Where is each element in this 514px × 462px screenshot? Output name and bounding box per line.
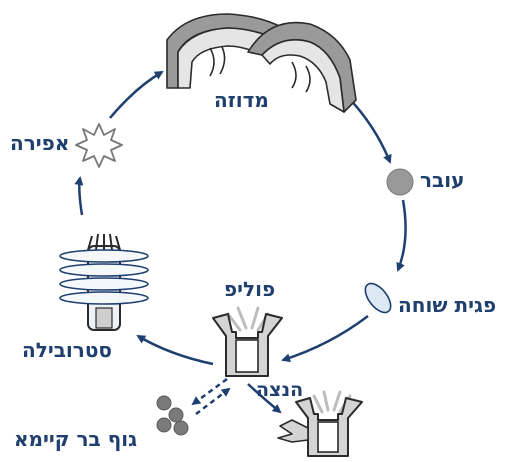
budding-label: הנצה bbox=[256, 379, 303, 401]
arrow-podocyst-to-polyp bbox=[196, 389, 229, 414]
arrow-polyp-to-strobila bbox=[138, 336, 213, 364]
podocyst-label: גוף בר קיימא bbox=[14, 427, 137, 451]
arrow-medusa-to-embryo bbox=[346, 95, 390, 162]
arrow-polyp-to-podocyst bbox=[193, 379, 227, 404]
planula-label: פגית שוחה bbox=[398, 293, 496, 317]
arrow-planula-to-polyp bbox=[283, 316, 368, 360]
polyp-label: פוליפ bbox=[224, 277, 275, 301]
polyp-icon bbox=[213, 308, 282, 376]
planula-icon bbox=[360, 279, 395, 317]
arrow-ephyra-to-medusa bbox=[110, 72, 162, 118]
strobila-label: סטרובילה bbox=[22, 338, 112, 362]
embryo-icon bbox=[387, 169, 413, 195]
arrow-embryo-to-planula bbox=[398, 200, 406, 270]
podocyst-exchange-arrows bbox=[193, 379, 229, 414]
podocyst-icon bbox=[157, 396, 188, 435]
ephyra-label: אפירה bbox=[10, 131, 69, 155]
strobila-icon bbox=[60, 234, 148, 330]
arrow-strobila-to-ephyra bbox=[79, 178, 82, 215]
medusa-label: מדוזה bbox=[214, 88, 269, 112]
budding-polyp-icon bbox=[278, 392, 362, 456]
embryo-label: עובר bbox=[420, 168, 464, 192]
ephyra-icon bbox=[76, 124, 122, 167]
